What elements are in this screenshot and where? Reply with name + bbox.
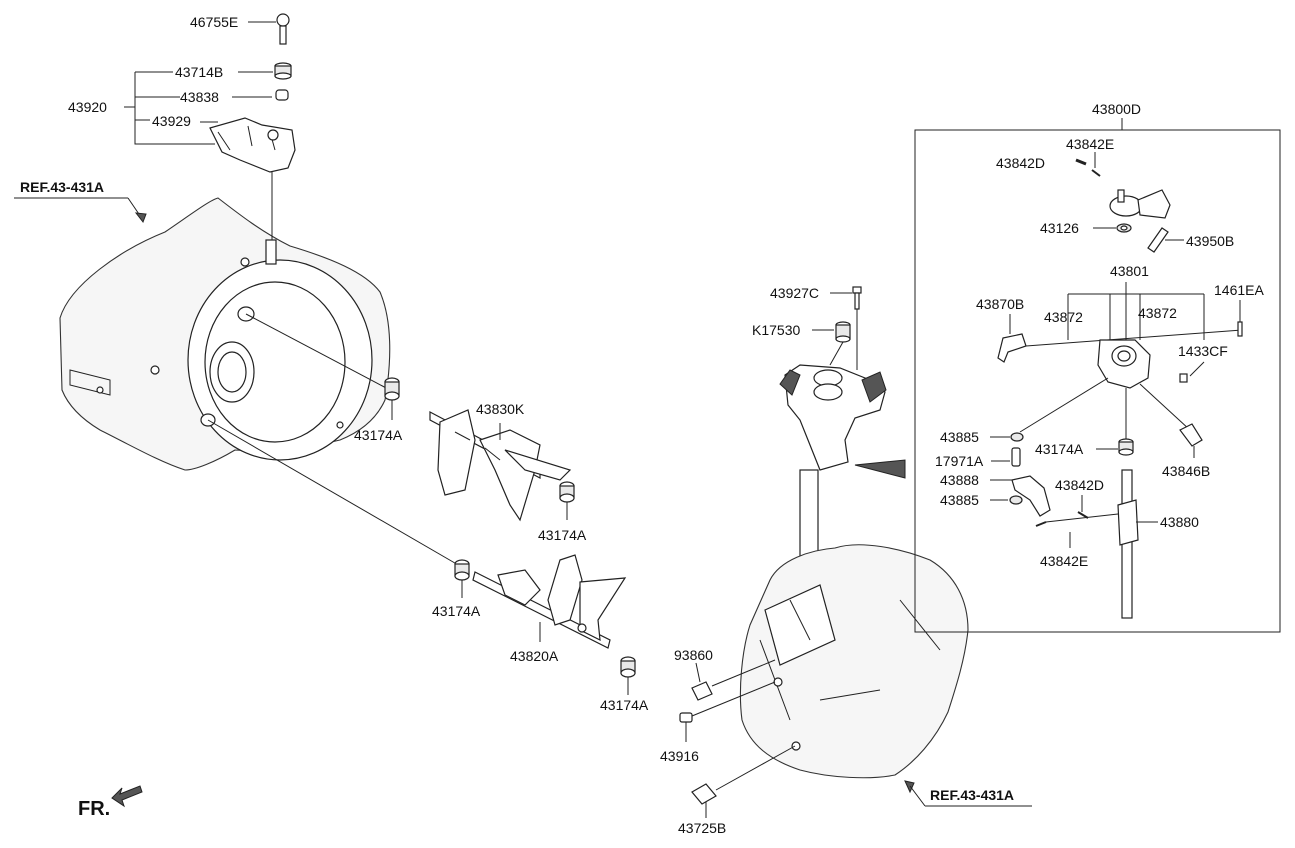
transmission-case-right [739,544,969,779]
plunger-43846B [1179,423,1203,447]
label-43800D: 43800D [1092,101,1141,117]
label-43870B: 43870B [976,296,1024,312]
ref-label-left: REF.43-431A [20,179,104,195]
bushing-43714B [274,62,292,80]
bushing-43174A-4 [620,656,636,678]
label-43842E-bottom: 43842E [1040,553,1088,569]
front-indicator-label: FR. [78,798,110,820]
front-arrow-icon [111,785,143,808]
label-93860: 93860 [674,647,713,663]
label-43842D-top: 43842D [996,155,1045,171]
switch-93860 [691,659,776,701]
fork-rail-43830K [429,409,572,522]
label-1461EA: 1461EA [1214,282,1264,298]
label-43838: 43838 [180,89,219,105]
fork-rail-43820A [472,554,627,649]
label-43830K: 43830K [476,401,525,417]
label-43174A-5: 43174A [1035,441,1084,457]
label-43927C: 43927C [770,285,819,301]
label-43888: 43888 [940,472,979,488]
nut-43885-b [1009,495,1023,505]
plug-43725B [691,745,796,805]
label-43950B: 43950B [1186,233,1234,249]
label-43885-a: 43885 [940,429,979,445]
label-1433CF: 1433CF [1178,343,1228,359]
label-43880: 43880 [1160,514,1199,530]
detail-pointer-arrow [854,459,906,479]
label-43920: 43920 [68,99,107,115]
transmission-case-left [59,197,391,471]
pin-17971A [1011,447,1021,467]
washer-43126 [1116,223,1132,233]
select-lever-assembly [1109,189,1171,219]
label-17971A: 17971A [935,453,984,469]
label-43174A-1: 43174A [354,427,403,443]
label-43842D-bottom: 43842D [1055,477,1104,493]
lever-43888 [1011,475,1051,517]
label-K17530: K17530 [752,322,800,338]
bolt-46755E [276,13,290,45]
label-46755E: 46755E [190,14,238,30]
lever-43929 [209,117,296,173]
label-43842E-top: 43842E [1066,136,1114,152]
label-43846B: 43846B [1162,463,1210,479]
shift-control-assembly [779,309,887,561]
nut-43885-a [1010,432,1024,442]
bolt-43927C [852,286,862,310]
ref-label-right: REF.43-431A [930,787,1014,803]
label-43174A-4: 43174A [600,697,649,713]
bushing-43174A-1 [384,377,400,401]
label-43916: 43916 [660,748,699,764]
label-43820A: 43820A [510,648,559,664]
control-housing-43801 [1097,339,1151,389]
bushing-43174A-2 [559,481,575,503]
label-43885-b: 43885 [940,492,979,508]
label-43801: 43801 [1110,263,1149,279]
bushing-43174A-5 [1118,438,1134,456]
link-43950B [1147,227,1169,253]
bushing-43174A-3 [454,559,470,581]
label-43929: 43929 [152,113,191,129]
label-43174A-3: 43174A [432,603,481,619]
label-43126: 43126 [1040,220,1079,236]
shift-shaft-43880 [1117,469,1139,619]
collar-43838 [275,89,289,101]
label-43714B: 43714B [175,64,223,80]
detent-43870B [997,333,1027,363]
label-43872-b: 43872 [1138,305,1177,321]
sleeve-K17530 [835,321,851,343]
inset-frame [914,129,1281,633]
label-43174A-2: 43174A [538,527,587,543]
label-43872-a: 43872 [1044,309,1083,325]
label-43725B: 43725B [678,820,726,836]
